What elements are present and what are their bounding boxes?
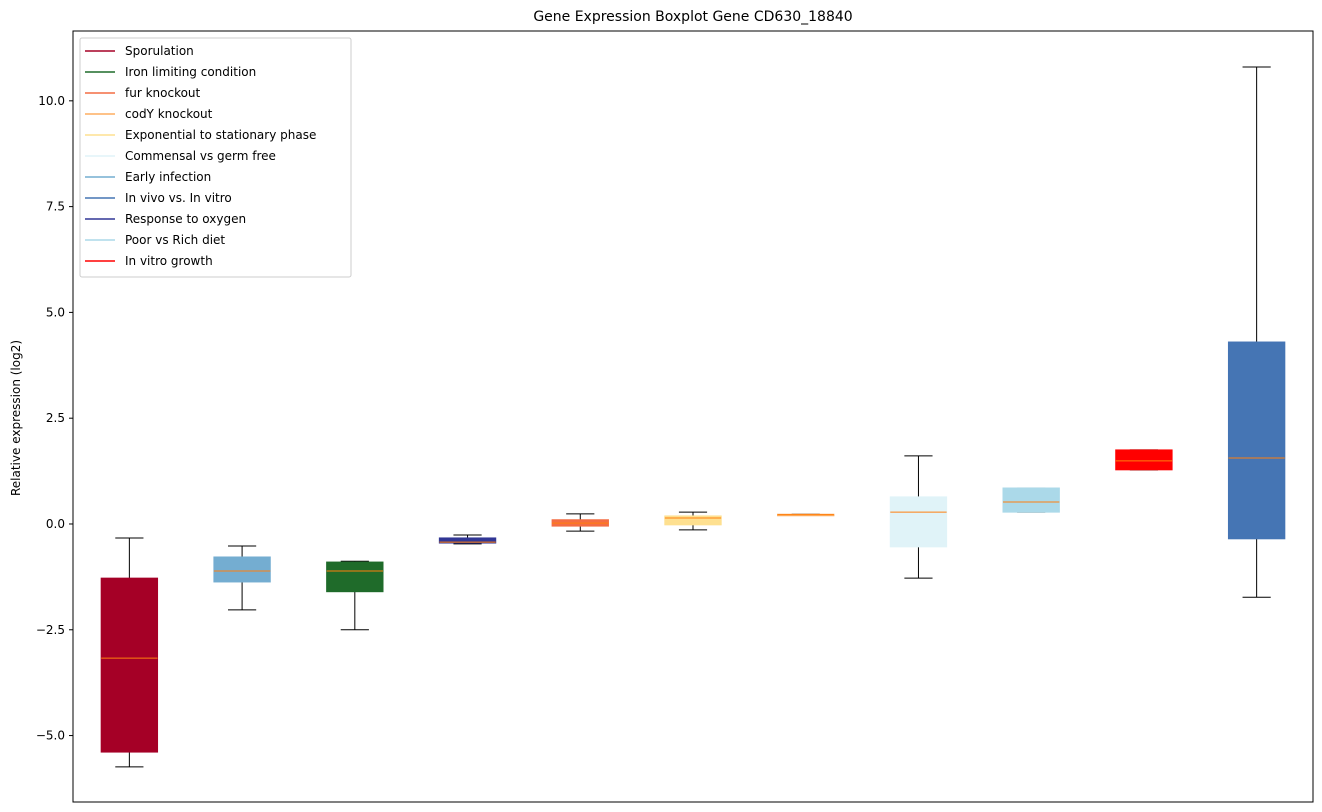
box-body xyxy=(326,561,384,593)
legend-label: Sporulation xyxy=(125,44,194,58)
y-axis: −5.0 −2.5 0.0 2.5 5.0 7.5 10.0 xyxy=(36,94,73,743)
y-tick-label: 5.0 xyxy=(46,305,65,319)
y-tick-label: 2.5 xyxy=(46,411,65,425)
box-3 xyxy=(326,560,384,631)
legend-label: Commensal vs germ free xyxy=(125,149,276,163)
legend-label: codY knockout xyxy=(125,107,213,121)
box-2 xyxy=(213,545,271,611)
legend-label: Poor vs Rich diet xyxy=(125,233,225,247)
legend-label: Iron limiting condition xyxy=(125,65,256,79)
chart-title: Gene Expression Boxplot Gene CD630_18840 xyxy=(533,9,852,25)
y-tick-label: 7.5 xyxy=(46,200,65,214)
legend-label: Early infection xyxy=(125,170,211,184)
box-1 xyxy=(100,537,159,768)
box-body xyxy=(213,556,271,583)
legend-label: In vitro growth xyxy=(125,254,213,268)
box-body xyxy=(889,496,948,548)
y-tick-label: −5.0 xyxy=(36,729,65,743)
box-11 xyxy=(1227,66,1286,598)
y-axis-label: Relative expression (log2) xyxy=(9,340,23,496)
box-9 xyxy=(1002,487,1060,513)
box-5 xyxy=(551,513,609,532)
legend-label: Exponential to stationary phase xyxy=(125,128,316,142)
y-tick-label: −2.5 xyxy=(36,623,65,637)
box-body xyxy=(1115,449,1173,471)
box-6 xyxy=(664,511,722,531)
legend-label: fur knockout xyxy=(125,86,201,100)
box-4 xyxy=(438,534,497,545)
box-body xyxy=(1227,341,1286,540)
y-tick-label: 0.0 xyxy=(46,517,65,531)
box-8 xyxy=(889,455,948,579)
box-body xyxy=(664,515,722,526)
box-7 xyxy=(777,513,835,517)
box-10 xyxy=(1115,449,1173,471)
boxes-group xyxy=(100,66,1286,768)
box-body xyxy=(1002,487,1060,513)
box-body xyxy=(438,537,497,544)
legend-label: In vivo vs. In vitro xyxy=(125,191,232,205)
legend-frame xyxy=(79,37,352,278)
box-body xyxy=(100,577,159,753)
y-tick-label: 10.0 xyxy=(38,94,65,108)
legend-label: Response to oxygen xyxy=(125,212,246,226)
axes-frame xyxy=(72,30,1314,803)
